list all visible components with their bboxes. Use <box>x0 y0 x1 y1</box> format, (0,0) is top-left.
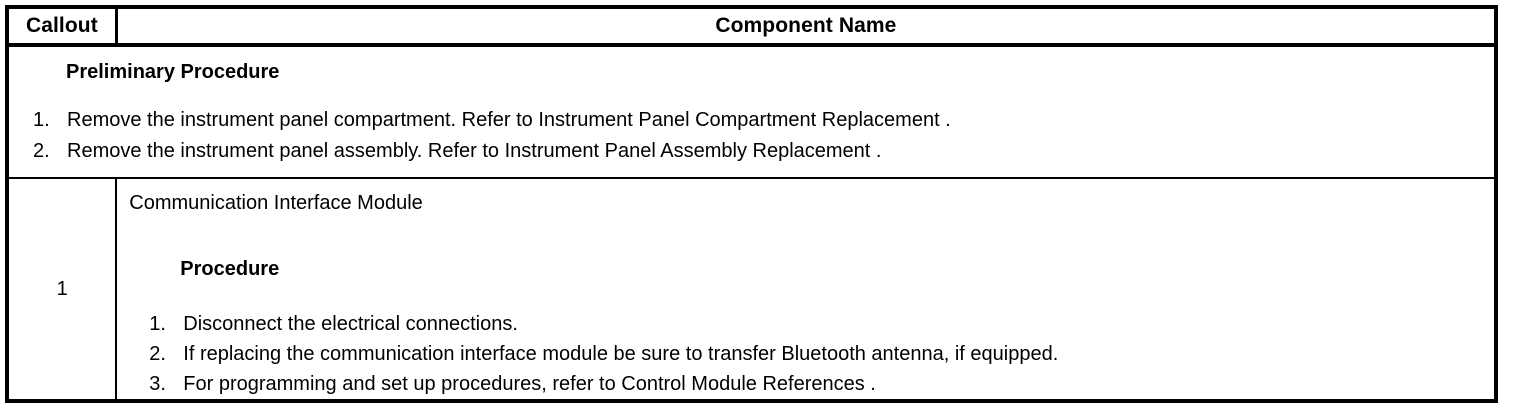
component-detail-cell: Communication Interface Module Procedure… <box>116 178 1496 401</box>
preliminary-step-number: 2. <box>33 140 50 162</box>
procedure-step-number: 1. <box>149 313 166 335</box>
preliminary-step-text: Remove the instrument panel assembly. Re… <box>67 140 882 162</box>
preliminary-procedure-cell: Preliminary Procedure 1. Remove the inst… <box>7 45 1496 179</box>
component-detail-body: Communication Interface Module Procedure… <box>117 179 1494 399</box>
table-header-row: Callout Component Name <box>7 7 1496 47</box>
preliminary-procedure-body: Preliminary Procedure 1. Remove the inst… <box>9 47 1494 167</box>
preliminary-procedure-row: Preliminary Procedure 1. Remove the inst… <box>7 45 1496 179</box>
procedure-step-list: 1. Disconnect the electrical connections… <box>129 309 1494 399</box>
procedure-heading: Procedure <box>180 258 280 280</box>
service-procedure-table: Callout Component Name Preliminary Proce… <box>5 5 1498 403</box>
header-cell-callout: Callout <box>7 7 118 47</box>
procedure-step-text: If replacing the communication interface… <box>183 343 1059 365</box>
procedure-step-text: Disconnect the electrical connections. <box>183 313 518 335</box>
component-name-column-header-label: Component Name <box>715 14 897 37</box>
preliminary-step-text: Remove the instrument panel compartment.… <box>67 109 951 131</box>
procedure-step-item: 2. If replacing the communication interf… <box>129 339 1494 369</box>
preliminary-step-item: 2. Remove the instrument panel assembly.… <box>9 136 1494 167</box>
procedure-step-item: 3. For programming and set up procedures… <box>129 369 1494 399</box>
procedure-step-text: For programming and set up procedures, r… <box>183 373 876 395</box>
callout-number-label: 1 <box>56 278 68 300</box>
preliminary-step-item: 1. Remove the instrument panel compartme… <box>9 105 1494 136</box>
preliminary-procedure-heading: Preliminary Procedure <box>66 61 280 83</box>
procedure-step-number: 3. <box>149 373 166 395</box>
component-name-label: Communication Interface Module <box>129 192 423 214</box>
preliminary-step-number: 1. <box>33 109 50 131</box>
callout-column-header-label: Callout <box>25 14 98 37</box>
callout-cell: 1 <box>7 178 118 401</box>
table-row: 1 Communication Interface Module Procedu… <box>7 178 1496 401</box>
procedure-step-item: 1. Disconnect the electrical connections… <box>129 309 1494 339</box>
header-cell-component-name: Component Name <box>116 7 1496 47</box>
preliminary-step-list: 1. Remove the instrument panel compartme… <box>9 105 1494 167</box>
procedure-step-number: 2. <box>149 343 166 365</box>
